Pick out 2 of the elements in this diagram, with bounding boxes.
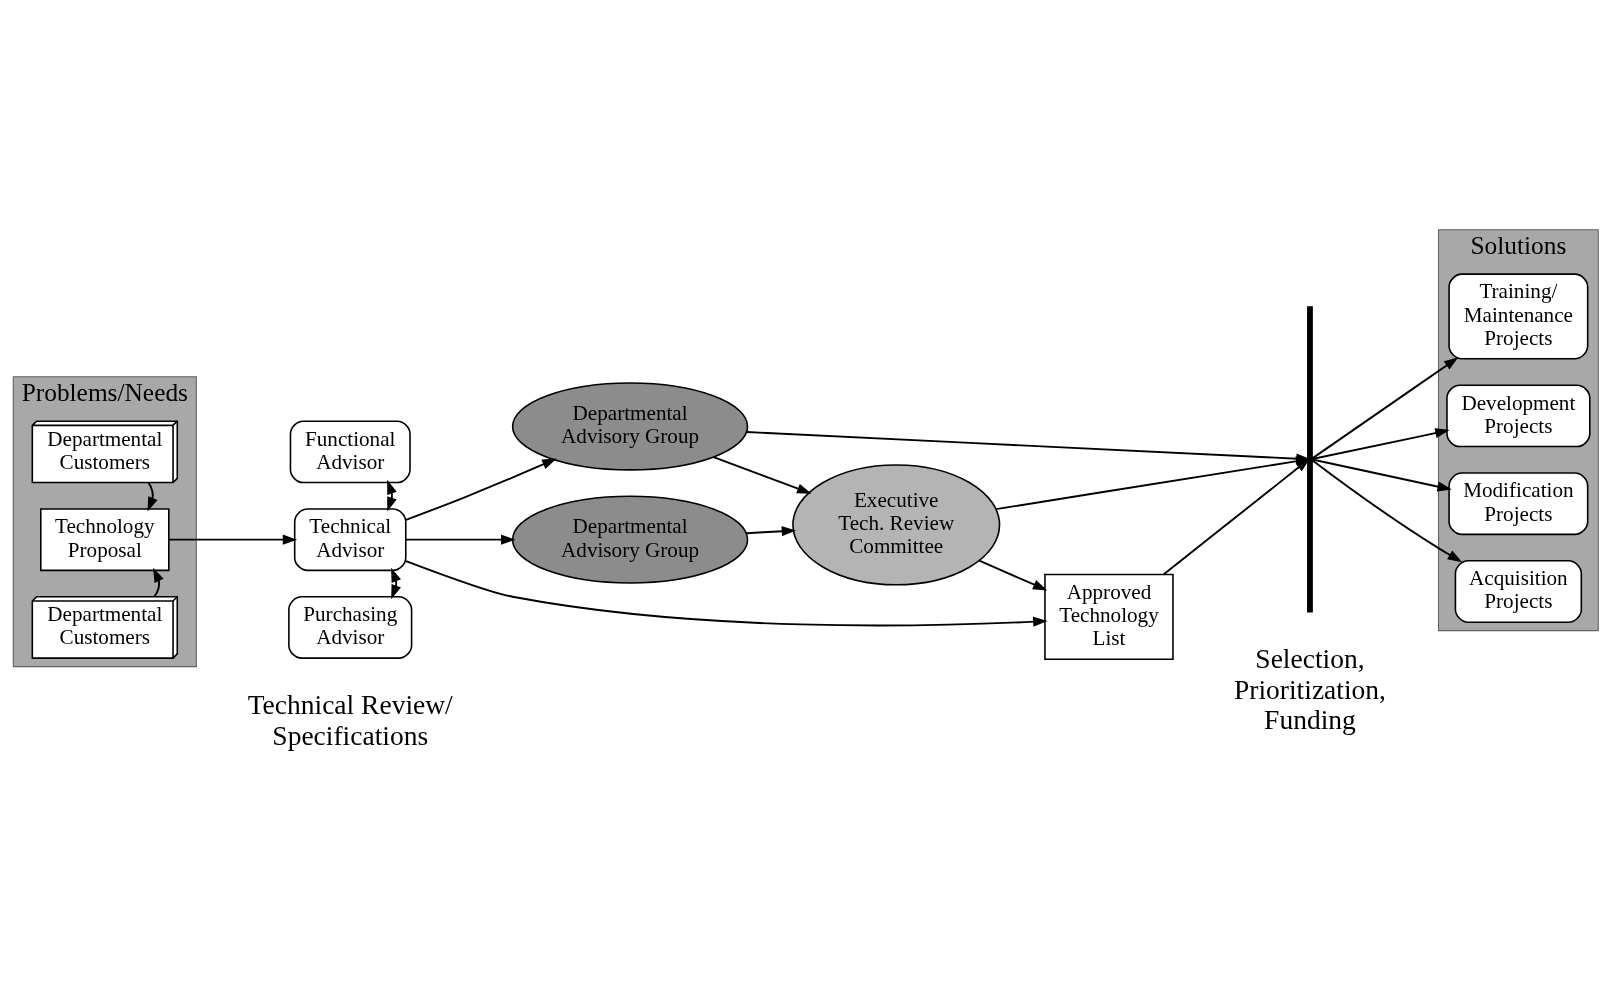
label: Technical Review/ Specifications [247,688,453,751]
label: Selection, Prioritization, Funding [1233,642,1386,735]
